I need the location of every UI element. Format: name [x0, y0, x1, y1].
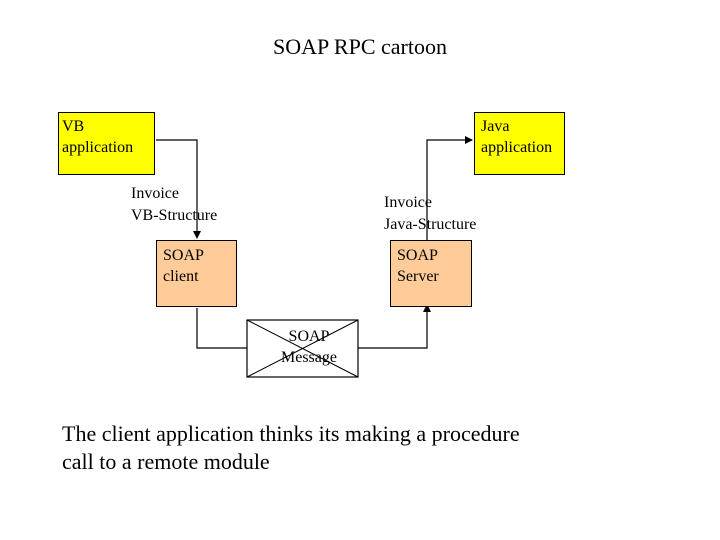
soap-message-label: SOAP Message	[275, 326, 343, 368]
invoice-vb-structure-label: Invoice VB-Structure	[131, 183, 217, 227]
arrow-message-to-server	[358, 304, 431, 349]
caption-text: The client application thinks its making…	[62, 420, 702, 476]
arrow-server-to-java	[426, 136, 473, 240]
java-application-label-2: application	[481, 139, 553, 156]
caption-line-2: call to a remote module	[62, 449, 270, 474]
soap-server-label-1: SOAP	[397, 247, 438, 264]
vb-application-label-1: VB	[62, 118, 85, 135]
java-application-box: Java application	[474, 112, 565, 175]
soap-message-line-2: Message	[281, 349, 337, 366]
arrow-vb-to-client	[156, 139, 201, 239]
soap-server-box: SOAP Server	[390, 240, 472, 307]
soap-client-box: SOAP client	[156, 240, 237, 307]
vb-application-box: VB application	[58, 112, 155, 175]
invoice-java-structure-label: Invoice Java-Structure	[384, 192, 476, 236]
invoice-vb-line-1: Invoice	[131, 185, 179, 202]
soap-client-label-1: SOAP	[163, 247, 204, 264]
soap-message-line-1: SOAP	[288, 328, 330, 345]
invoice-java-line-1: Invoice	[384, 194, 432, 211]
soap-server-label-2: Server	[397, 268, 439, 285]
invoice-vb-line-2: VB-Structure	[131, 207, 218, 224]
soap-client-label-2: client	[163, 268, 199, 285]
envelope-icon	[246, 319, 359, 378]
line-client-to-message	[196, 308, 247, 349]
diagram-title: SOAP RPC cartoon	[273, 34, 447, 59]
caption-line-1: The client application thinks its making…	[62, 421, 520, 446]
vb-application-label-2: application	[62, 139, 134, 156]
invoice-java-line-2: Java-Structure	[384, 216, 477, 233]
java-application-label-1: Java	[481, 118, 510, 135]
